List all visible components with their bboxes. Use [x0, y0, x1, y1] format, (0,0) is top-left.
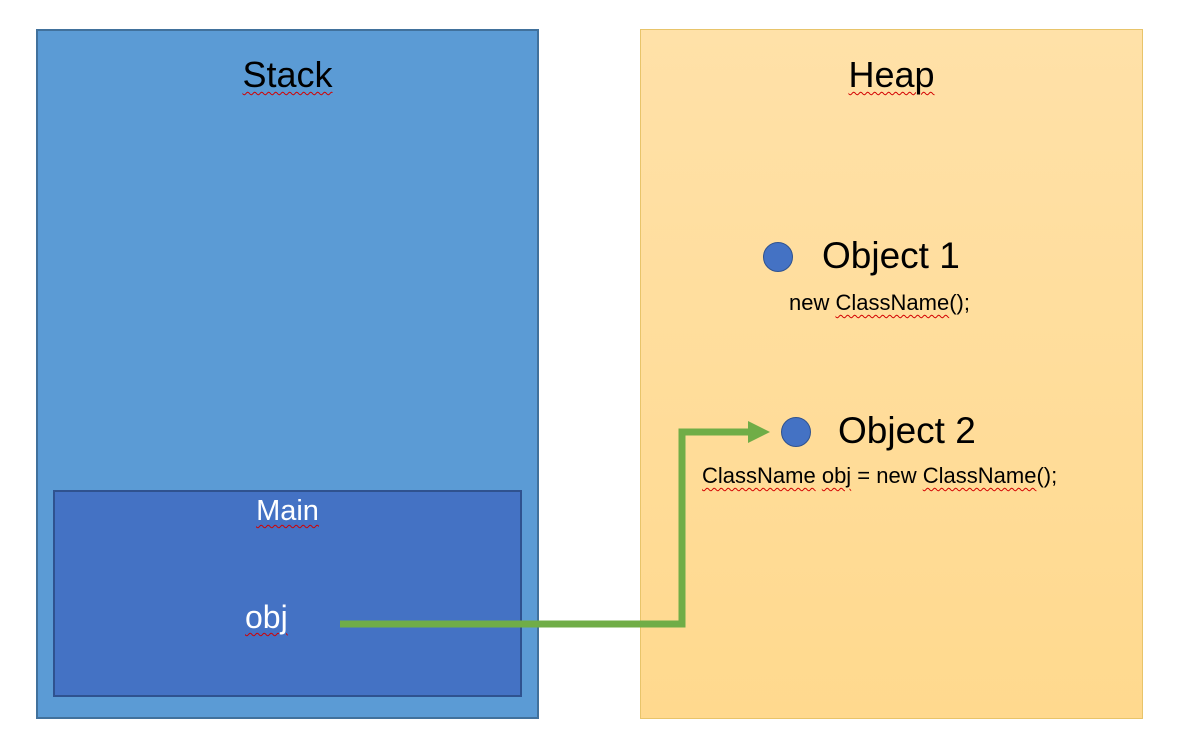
object-1-dot-icon [763, 242, 793, 272]
object-2-code-suffix: (); [1036, 463, 1058, 488]
stack-title: Stack [36, 54, 539, 96]
heap-panel [640, 29, 1143, 719]
object-1-code-suffix: (); [949, 290, 970, 315]
object-1-code-class: ClassName [835, 290, 950, 315]
heap-title-text: Heap [848, 54, 935, 95]
object-2-dot-icon [781, 417, 811, 447]
object-2-name: Object 2 [838, 410, 976, 451]
main-frame-title-text: Main [256, 495, 319, 527]
heap-title: Heap [640, 54, 1143, 96]
object-2-code-class-2: ClassName [922, 463, 1037, 488]
obj-variable: obj [245, 599, 288, 636]
object-2-code: ClassName obj = new ClassName(); [702, 463, 1057, 489]
object-2-code-class-1: ClassName [702, 463, 816, 488]
stack-title-text: Stack [242, 54, 333, 95]
obj-variable-text: obj [245, 599, 288, 635]
main-frame-title: Main [53, 495, 522, 528]
object-1-code: new ClassName(); [789, 290, 970, 316]
object-1-name: Object 1 [822, 235, 960, 276]
object-1-code-prefix: new [789, 290, 836, 315]
object-2-code-mid: = new [851, 463, 923, 488]
object-2-code-var: obj [821, 463, 852, 488]
